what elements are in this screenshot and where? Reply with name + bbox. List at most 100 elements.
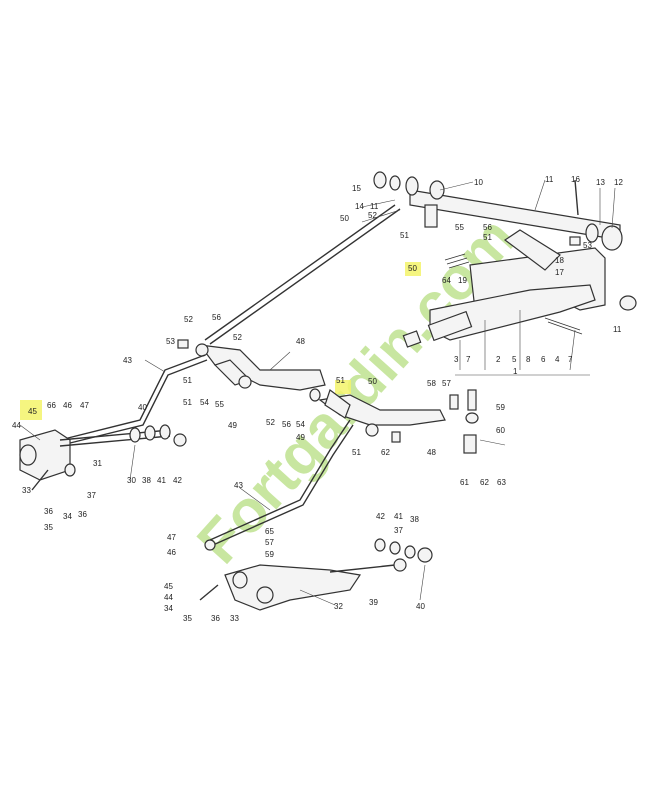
callout-34: 34 [63, 512, 72, 521]
callout-45b: 45 [164, 582, 173, 591]
callout-55: 55 [455, 223, 464, 232]
nut-58 [449, 394, 459, 410]
shaft-end-12 [601, 225, 623, 251]
callout-35b: 35 [183, 614, 192, 623]
callout-53: 53 [583, 241, 592, 250]
callout-45: 45 [28, 407, 37, 416]
callout-42b: 42 [376, 512, 385, 521]
bushing-15 [373, 171, 387, 189]
bushing-56 [309, 388, 321, 402]
callout-51b: 51 [400, 231, 409, 240]
callout-10: 10 [474, 178, 483, 187]
callout-33b: 33 [230, 614, 239, 623]
highlight-51 [335, 380, 351, 394]
callout-14: 14 [355, 202, 364, 211]
callout-31: 31 [93, 459, 102, 468]
highlight-50 [405, 262, 421, 276]
callout-35: 35 [44, 523, 53, 532]
nut-38 [129, 427, 141, 443]
nut-42b [374, 538, 386, 552]
upper-lever-assembly [177, 339, 326, 391]
callout-7b: 7 [568, 355, 573, 364]
bushing-40b [417, 547, 433, 563]
washer-47b [204, 539, 216, 551]
callout-50c: 50 [368, 377, 377, 386]
left-cable-assembly [19, 424, 187, 491]
callout-11b: 11 [545, 175, 554, 184]
callout-42: 42 [173, 476, 182, 485]
callout-12: 12 [614, 178, 623, 187]
callout-47b: 47 [167, 533, 176, 542]
pedal-pad [427, 310, 473, 342]
callout-7: 7 [466, 355, 471, 364]
callout-57: 57 [442, 379, 451, 388]
callout-59b: 59 [265, 550, 274, 559]
lever-plate [503, 229, 561, 271]
callout-41: 41 [157, 476, 166, 485]
callout-3: 3 [454, 355, 459, 364]
bushing-51b [365, 423, 379, 437]
link-54-middle [324, 389, 351, 419]
callout-50b: 50 [408, 264, 417, 273]
bolt-35b [199, 584, 219, 601]
washer-41b [389, 541, 401, 555]
pedal-cap [402, 330, 422, 348]
hub-33 [256, 586, 274, 604]
callout-61: 51 [183, 376, 192, 385]
callout-64: 64 [442, 276, 451, 285]
nut-52 [177, 339, 189, 349]
callout-30: 30 [127, 476, 136, 485]
spring-4 [544, 317, 583, 335]
washer-41 [144, 425, 156, 441]
callout-36: 36 [44, 507, 53, 516]
callout-52d: 52 [266, 418, 275, 427]
callout-15: 15 [352, 184, 361, 193]
bolt-35 [31, 469, 49, 491]
callout-44: 44 [12, 421, 21, 430]
nut-42 [159, 424, 171, 440]
callout-56b: 56 [212, 313, 221, 322]
bushing-51 [195, 343, 209, 357]
callout-37b: 37 [394, 526, 403, 535]
callout-49b: 49 [296, 433, 305, 442]
callout-38b: 38 [410, 515, 419, 524]
callout-44b: 44 [164, 593, 173, 602]
callout-34b: 34 [164, 604, 173, 613]
callout-labels: 15 14 11 52 50 10 11 16 13 12 56 51 55 5… [12, 175, 623, 623]
cable-lower [329, 564, 396, 573]
callout-51c: 51 [183, 398, 192, 407]
callout-17: 17 [555, 268, 564, 277]
callout-2: 2 [496, 355, 501, 364]
callout-62b: 62 [480, 478, 489, 487]
callout-19: 19 [458, 276, 467, 285]
callout-50: 50 [340, 214, 349, 223]
bolt-59 [467, 389, 477, 411]
highlight-45 [20, 400, 42, 420]
rod-43-upper-b [61, 359, 208, 446]
bushing-61 [463, 434, 477, 454]
washer-60 [465, 412, 479, 424]
bushing-11-right [619, 295, 637, 311]
bracket-55 [424, 204, 438, 228]
clip-62 [391, 431, 401, 443]
callout-59: 59 [496, 403, 505, 412]
callout-46b: 46 [167, 548, 176, 557]
watermark: Fortgardin.com [184, 204, 528, 576]
callout-61b: 61 [460, 478, 469, 487]
callout-16: 16 [571, 175, 580, 184]
callout-46: 46 [63, 401, 72, 410]
rod-43-lower [209, 419, 351, 541]
callout-49: 49 [228, 421, 237, 430]
washer-14 [389, 175, 401, 191]
callout-4: 4 [555, 355, 560, 364]
callout-8: 8 [526, 355, 531, 364]
callout-36c: 36 [211, 614, 220, 623]
callout-58: 58 [427, 379, 436, 388]
callout-47: 47 [80, 401, 89, 410]
callout-54b: 54 [296, 420, 305, 429]
rod-50-lower [209, 208, 401, 345]
callout-51e: 51 [352, 448, 361, 457]
middle-lever-assembly [309, 388, 479, 454]
rod-43-upper [59, 354, 206, 441]
